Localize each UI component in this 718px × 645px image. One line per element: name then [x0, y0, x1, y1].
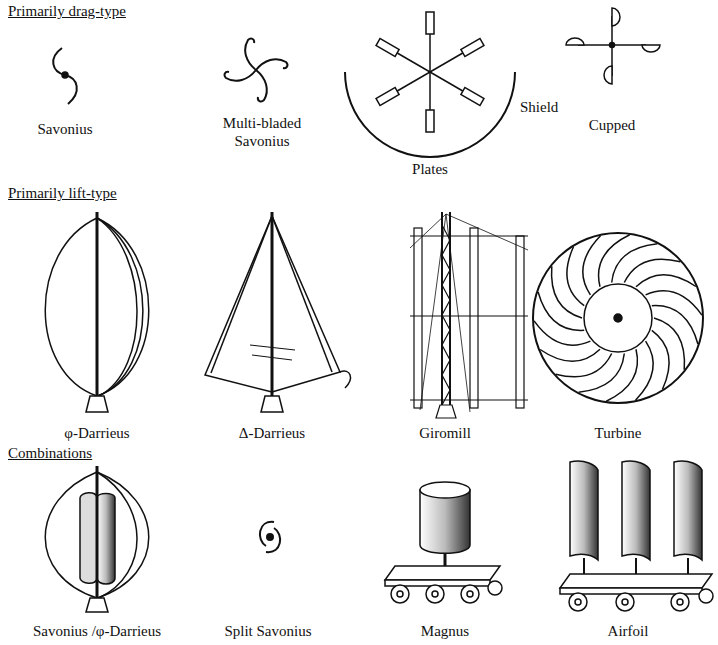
- turbine-blade: [538, 292, 584, 330]
- airfoil-cart: [560, 461, 713, 611]
- type-caption: Multi-bladed Savonius: [206, 114, 318, 150]
- shield-arc: [345, 72, 515, 157]
- giromill: [410, 212, 528, 418]
- magnus-cart: [385, 482, 502, 603]
- type-caption: Split Savonius: [193, 622, 343, 640]
- type-caption: Airfoil: [553, 622, 703, 640]
- turbine-blade: [540, 349, 600, 361]
- turbine-blade: [606, 349, 637, 401]
- turbine-blade: [556, 354, 612, 377]
- turbine-blade: [624, 259, 680, 282]
- plates-rotor: [376, 12, 484, 132]
- type-caption: Savonius: [5, 120, 125, 138]
- cup-anemometer: [566, 8, 660, 84]
- turbine-blade: [636, 275, 696, 287]
- savonius-rotor: [53, 48, 77, 104]
- type-caption: Turbine: [543, 424, 693, 442]
- type-caption: Giromill: [370, 424, 520, 442]
- type-caption: Magnus: [370, 622, 520, 640]
- turbine-blade: [636, 341, 654, 400]
- type-caption: Cupped: [552, 116, 672, 134]
- turbine-blade: [652, 330, 669, 389]
- turbine-blade: [599, 235, 630, 287]
- turbine-blade: [646, 291, 702, 315]
- turbine-blade: [567, 247, 584, 306]
- turbine-blade: [652, 306, 698, 344]
- section-heading: Primarily lift-type: [8, 184, 117, 202]
- type-caption: φ-Darrieus: [22, 424, 172, 442]
- turbine-blade: [583, 236, 601, 295]
- multi-bladed-savonius: [225, 39, 288, 102]
- type-caption: Δ-Darrieus: [197, 424, 347, 442]
- savonius-darrieus-combination: [45, 466, 149, 612]
- section-heading: Primarily drag-type: [8, 2, 126, 20]
- part-label: Shield: [520, 98, 558, 116]
- section-heading: Combinations: [8, 444, 92, 462]
- type-caption: Plates: [370, 160, 490, 178]
- type-caption: Savonius /φ-Darrieus: [2, 622, 192, 640]
- cross-flow-turbine: [533, 233, 703, 403]
- turbine-blade: [534, 321, 590, 345]
- delta-darrieus: [205, 212, 350, 412]
- phi-darrieus: [45, 212, 149, 412]
- split-savonius: [260, 522, 280, 552]
